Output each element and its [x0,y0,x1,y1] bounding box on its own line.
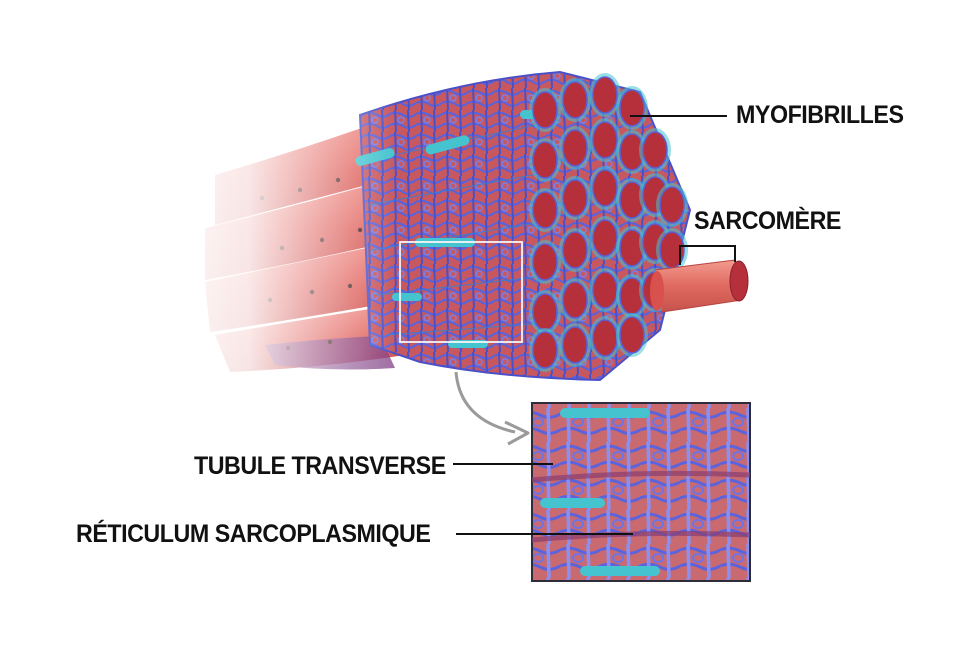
label-t-tubule: TUBULE TRANSVERSE [194,452,446,480]
myofibril-end [562,129,588,167]
myofibril-end [619,89,645,127]
myofibril-end [532,191,558,229]
sarcomere-bracket [679,245,736,265]
myofibril-end [592,271,618,309]
myofibril-end [532,331,558,369]
zoom-arrow-head [504,420,530,446]
myofibril-end [592,121,618,159]
myofibril-end [642,131,668,169]
label-myofibrils: MYOFIBRILLES [736,101,904,129]
myofibril-end [659,186,685,224]
myofibril-end [532,91,558,129]
label-sarcomere: SARCOMÈRE [694,207,841,235]
myofibril-end [592,76,618,114]
label-sarcoplasmic-reticulum: RÉTICULUM SARCOPLASMIQUE [76,520,431,548]
myofibril-end [562,326,588,364]
myofibril-end [619,316,645,354]
myofibril-end [562,179,588,217]
myofibril-end [562,231,588,269]
myofibril-end [592,169,618,207]
zoom-inset [531,402,751,582]
myofibril-end [532,141,558,179]
myofibril-end [532,243,558,281]
myofibril-end [562,81,588,119]
myofibril-end [532,293,558,331]
leader-lines [453,115,736,535]
myofibril-end [592,319,618,357]
sarcomere-rod [650,259,749,313]
myofibril-end [592,219,618,257]
myofibril-end [562,281,588,319]
